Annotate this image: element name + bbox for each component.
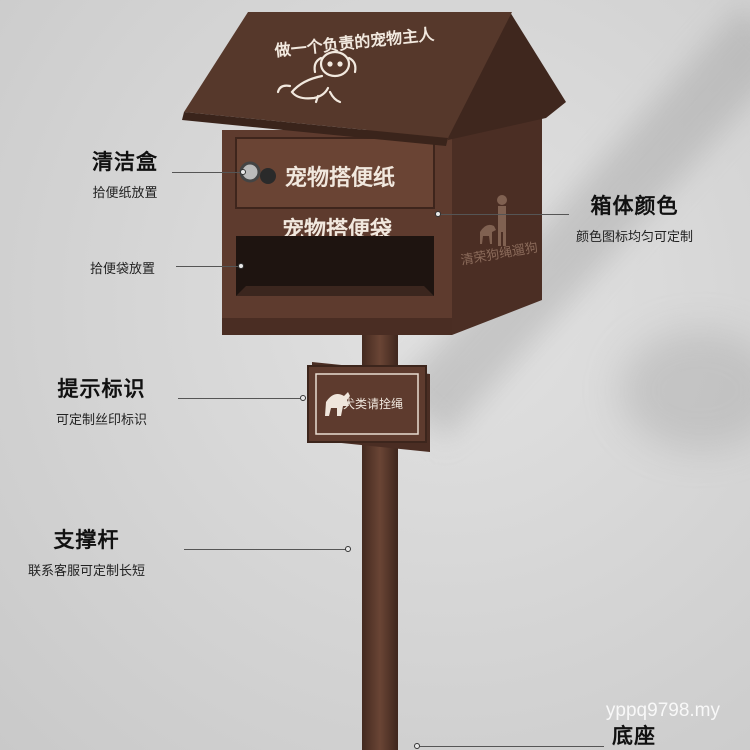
callout-sign-mark: 提示标识 可定制丝印标识 <box>56 373 147 428</box>
box-color-sub: 颜色图标均匀可定制 <box>576 230 694 245</box>
leader-dot <box>240 169 246 175</box>
box-color-title: 箱体颜色 <box>590 194 679 218</box>
base-title: 底座 <box>612 724 656 748</box>
callout-base: 底座 <box>612 720 656 750</box>
callout-clean-box: 清洁盒 拾便纸放置 <box>92 146 158 201</box>
clean-box-title: 清洁盒 <box>92 150 158 174</box>
background-shadow-blob <box>620 330 750 450</box>
sign-mark-sub: 可定制丝印标识 <box>56 413 148 428</box>
callout-bag-slot: 拾便袋放置 <box>90 258 155 277</box>
sign-mark-title: 提示标识 <box>57 377 146 401</box>
sign-text: 犬类请拴绳 <box>343 396 403 411</box>
leader-line <box>441 214 569 215</box>
leader-line <box>420 746 604 747</box>
drawer-label: 宠物搭便纸 <box>285 165 395 191</box>
leader-dot <box>300 395 306 401</box>
leader-dot <box>345 546 351 552</box>
roof-front <box>184 12 512 138</box>
callout-pole: 支撑杆 联系客服可定制长短 <box>28 524 145 579</box>
leader-line <box>184 549 346 550</box>
dog-icon <box>325 392 350 416</box>
clean-box-sub: 拾便纸放置 <box>92 186 158 201</box>
leader-dot <box>238 263 244 269</box>
leader-dot <box>435 211 441 217</box>
leader-line <box>178 398 300 399</box>
bag-slot-sub: 拾便袋放置 <box>90 262 156 277</box>
callout-box-color: 箱体颜色 颜色图标均匀可定制 <box>576 190 693 245</box>
leader-dot <box>414 743 420 749</box>
watermark: yppq9798.my <box>605 700 720 721</box>
person-walking-dog-icon <box>480 195 507 246</box>
cartoon-dog-icon <box>276 50 357 104</box>
pole-sub: 联系客服可定制长短 <box>28 564 146 579</box>
box-side-panel <box>440 100 542 335</box>
pole-title: 支撑杆 <box>53 528 120 552</box>
leader-line <box>176 266 240 267</box>
leader-line <box>172 172 242 173</box>
